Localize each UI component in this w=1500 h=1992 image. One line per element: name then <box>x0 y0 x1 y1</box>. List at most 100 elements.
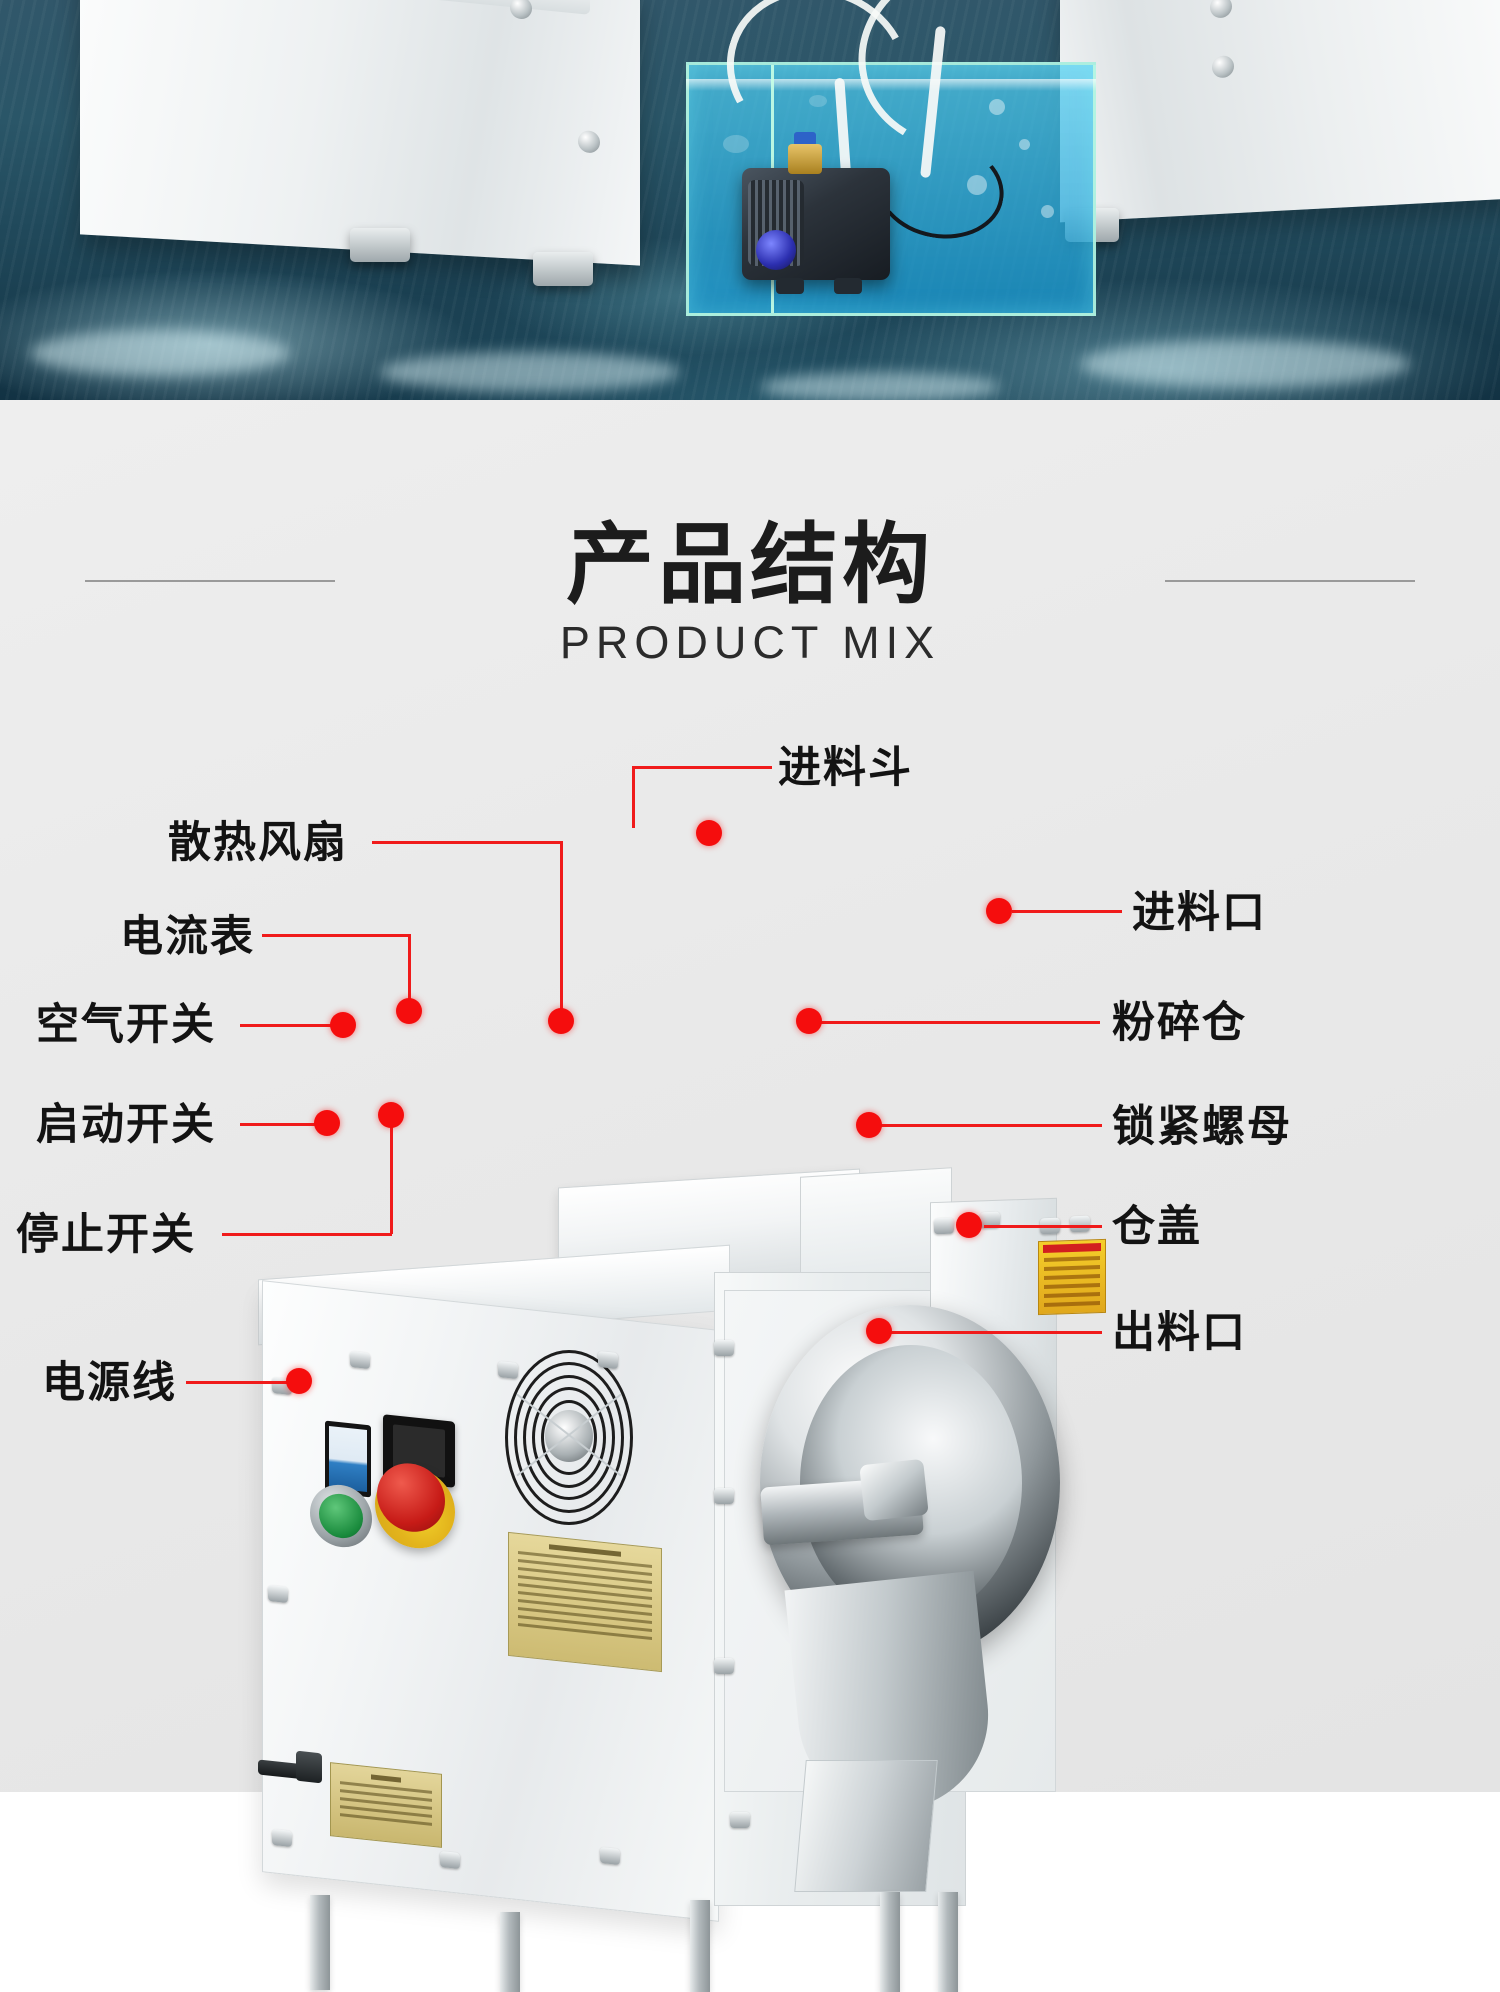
leader-line-chamber-cover <box>984 1225 1102 1228</box>
callout-label-ammeter: 电流表 <box>120 912 255 962</box>
panel-screw <box>714 1488 734 1504</box>
warning-sticker <box>1038 1238 1106 1316</box>
fan-ring <box>523 1375 615 1500</box>
machine-leg <box>880 1892 900 1992</box>
bubble <box>967 175 987 195</box>
leader-line-power-cord <box>186 1381 296 1384</box>
bolt-icon <box>1210 0 1232 19</box>
pump-fitting-brass <box>788 144 822 174</box>
callout-label-start-switch: 启动开关 <box>36 1100 216 1150</box>
leader-line-outlet <box>890 1331 1102 1334</box>
pump-foot <box>776 278 804 294</box>
fan-ring <box>532 1387 606 1488</box>
callout-dot-air-switch <box>330 1012 356 1038</box>
sticker-text-line <box>1044 1274 1100 1280</box>
callout-label-power-cord: 电源线 <box>42 1358 177 1408</box>
foam-patch <box>380 352 680 392</box>
callout-dot-outlet <box>866 1318 892 1344</box>
machine-body-right <box>1060 0 1500 223</box>
callout-label-crush-chamber: 粉碎仓 <box>1112 998 1247 1048</box>
page-subtitle: PRODUCT MIX <box>559 617 941 669</box>
callout-dot-power-cord <box>286 1368 312 1394</box>
foam-patch <box>30 330 290 376</box>
machine-leg <box>690 1900 710 1992</box>
bubble <box>989 99 1005 115</box>
leader-line-stop-switch-vertical <box>390 1122 393 1234</box>
part-cooling-fan <box>505 1350 633 1525</box>
callout-label-stop-switch: 停止开关 <box>16 1210 196 1260</box>
sticker-text-line <box>1044 1301 1100 1307</box>
nameplate-title-bar <box>371 1774 401 1783</box>
leader-line-stop-switch <box>222 1233 392 1236</box>
submersible-pump <box>742 132 890 294</box>
callout-label-chamber-cover: 仓盖 <box>1112 1202 1202 1252</box>
panel-screw <box>268 1584 288 1604</box>
fan-ring <box>541 1400 597 1475</box>
sticker-text-line <box>1044 1292 1100 1298</box>
bubble <box>1019 139 1030 150</box>
callout-label-feed-inlet: 进料口 <box>1132 888 1267 938</box>
machine-nameplate <box>330 1762 442 1848</box>
callout-dot-feed-inlet <box>986 898 1012 924</box>
start-button-cap <box>319 1491 363 1541</box>
sticker-text-line <box>1044 1283 1100 1289</box>
leader-line-hopper-vertical <box>632 766 635 828</box>
bolt-icon <box>1212 55 1234 79</box>
leader-line-crush-chamber <box>818 1021 1100 1024</box>
machine-leg <box>310 1895 330 1990</box>
panel-screw <box>600 1846 620 1866</box>
leader-line-cooling-fan <box>372 841 562 844</box>
bubble <box>1041 205 1054 218</box>
machine-leg <box>500 1912 520 1992</box>
bubble <box>723 135 749 153</box>
callout-dot-ammeter <box>396 998 422 1024</box>
callout-dot-crush-chamber <box>796 1008 822 1034</box>
ammeter-face <box>329 1426 367 1492</box>
sticker-text-line <box>1044 1265 1100 1271</box>
leader-line-air-switch <box>240 1024 340 1027</box>
callout-label-outlet: 出料口 <box>1112 1308 1247 1358</box>
panel-screw <box>350 1350 370 1370</box>
leader-line-cooling-fan-vertical <box>560 841 563 1021</box>
callout-label-air-switch: 空气开关 <box>36 1000 216 1050</box>
page-title: 产品结构 <box>565 513 934 616</box>
panel-screw <box>1070 1215 1090 1233</box>
part-locking-nut <box>859 1458 929 1522</box>
fan-ring <box>514 1362 624 1513</box>
callout-dot-cooling-fan <box>548 1008 574 1034</box>
bolt-icon <box>510 0 532 20</box>
heading-rule-left <box>85 580 335 582</box>
foam-patch <box>1080 340 1410 388</box>
leader-line-ammeter <box>262 934 410 937</box>
product-structure-section: 产品结构 PRODUCT MIX <box>0 400 1500 1992</box>
machine-foot <box>533 252 593 286</box>
callout-dot-lock-nut <box>856 1112 882 1138</box>
leader-line-lock-nut <box>880 1124 1102 1127</box>
pump-foot <box>834 278 862 294</box>
machine-rim-left <box>210 0 590 15</box>
section-heading: 产品结构 PRODUCT MIX <box>0 518 1500 669</box>
pump-fitting-blue <box>794 132 816 146</box>
panel-screw <box>598 1350 618 1370</box>
panel-screw <box>440 1850 460 1870</box>
sticker-text-line <box>1044 1256 1100 1262</box>
callout-label-cooling-fan: 散热风扇 <box>168 818 348 868</box>
panel-screw <box>714 1340 734 1356</box>
leader-line-hopper <box>632 766 772 769</box>
part-discharge-outlet <box>794 1760 938 1892</box>
callout-dot-start-switch <box>314 1110 340 1136</box>
callout-dot-stop-switch <box>378 1102 404 1128</box>
foam-patch <box>760 372 1000 400</box>
panel-screw <box>730 1812 750 1828</box>
panel-screw <box>714 1658 734 1674</box>
panel-screw <box>272 1828 292 1848</box>
bolt-icon <box>578 130 600 154</box>
sticker-header-bar <box>1043 1242 1101 1254</box>
leader-line-start-switch <box>240 1123 322 1126</box>
fan-ring <box>505 1350 633 1525</box>
machine-body-left <box>80 0 640 266</box>
machine-foot <box>350 228 410 262</box>
panel-screw <box>934 1217 954 1235</box>
callout-label-hopper: 进料斗 <box>778 743 913 793</box>
plate-text-line <box>518 1622 652 1641</box>
